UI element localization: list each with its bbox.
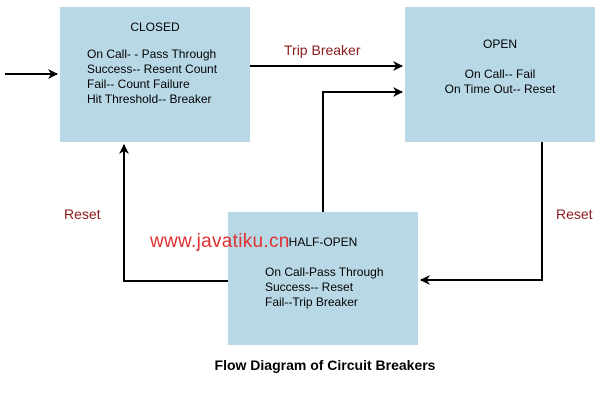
open-state-line: On Time Out-- Reset xyxy=(444,82,556,96)
closed-state-actions: On Call- - Pass Through Success-- Resent… xyxy=(87,47,217,107)
half-open-state-box: HALF-OPEN On Call-Pass Through Success--… xyxy=(228,212,418,345)
half-open-to-open-arrow xyxy=(322,87,403,212)
open-to-half-open-arrow xyxy=(420,142,543,285)
half-open-state-title: HALF-OPEN xyxy=(288,235,358,249)
half-open-to-closed-arrow xyxy=(119,144,228,282)
closed-state-line: Hit Threshold-- Breaker xyxy=(87,92,212,106)
half-open-state-line: Success-- Reset xyxy=(265,280,354,294)
half-open-state-actions: On Call-Pass Through Success-- Reset Fai… xyxy=(265,265,384,310)
open-state-line: On Call-- Fail xyxy=(464,67,536,81)
closed-state-line: Success-- Resent Count xyxy=(87,62,218,76)
open-state-box: OPEN On Call-- Fail On Time Out-- Reset xyxy=(405,7,595,142)
half-open-state-line: Fail--Trip Breaker xyxy=(265,295,358,309)
reset-label-left: Reset xyxy=(64,206,101,222)
watermark: www.javatiku.cn xyxy=(150,231,290,252)
diagram-caption: Flow Diagram of Circuit Breakers xyxy=(214,357,436,373)
reset-label-right: Reset xyxy=(556,206,593,222)
half-open-state-line: On Call-Pass Through xyxy=(265,265,384,279)
open-state-actions: On Call-- Fail On Time Out-- Reset xyxy=(405,67,595,97)
closed-state-title: CLOSED xyxy=(130,20,180,34)
closed-state-line: On Call- - Pass Through xyxy=(87,47,217,61)
closed-state-box: CLOSED On Call- - Pass Through Success--… xyxy=(60,7,250,142)
trip-breaker-label: Trip Breaker xyxy=(284,42,361,58)
open-state-title: OPEN xyxy=(482,37,517,51)
closed-state-line: Fail-- Count Failure xyxy=(87,77,190,91)
